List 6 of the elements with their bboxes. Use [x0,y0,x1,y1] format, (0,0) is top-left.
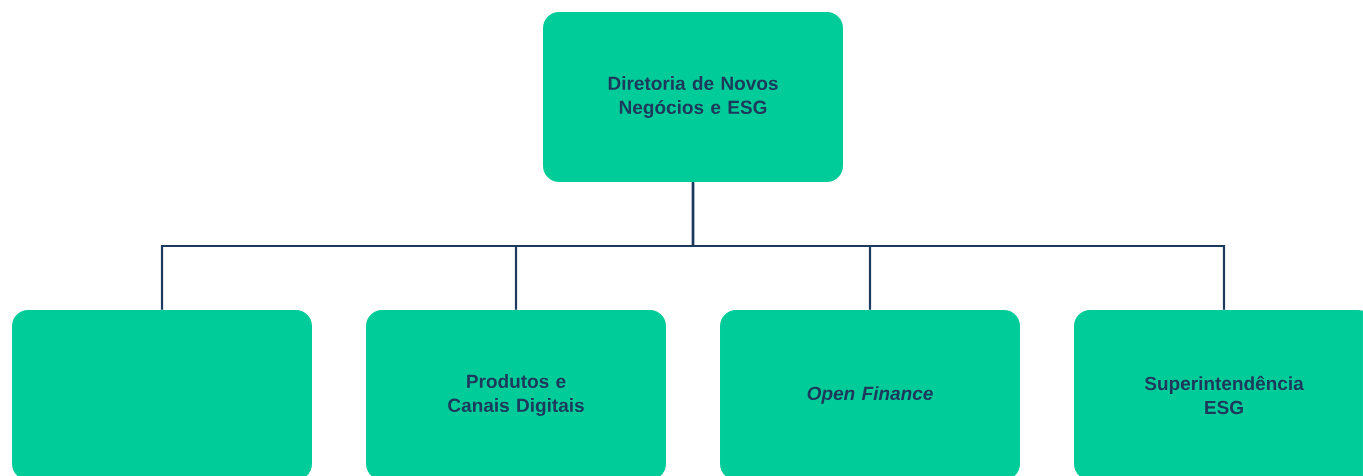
org-box: Produtos e Canais Digitais [366,310,666,476]
org-box: Superintendência ESG [1074,310,1363,476]
empty-box [12,310,312,476]
org-box: Diretoria de Novos Negócios e ESG [543,12,843,182]
connector-line [691,182,1226,310]
org-box: Open Finance [720,310,1020,476]
